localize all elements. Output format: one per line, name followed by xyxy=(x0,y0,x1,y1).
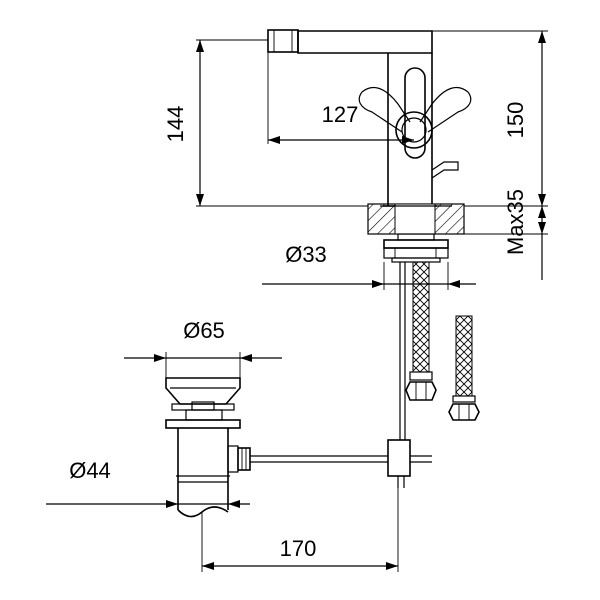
pop-up-waste xyxy=(165,377,432,518)
dim-waste-body-diameter: Ø44 xyxy=(69,458,111,483)
dimension-lines xyxy=(46,30,548,572)
dim-spout-reach: 127 xyxy=(322,102,359,127)
dim-waste-top-diameter: Ø65 xyxy=(183,318,225,343)
supply-hose-right xyxy=(448,315,480,421)
dim-spout-height: 144 xyxy=(163,106,188,143)
supply-hose-left xyxy=(405,261,437,401)
mounting-deck xyxy=(367,203,465,235)
faucet-body xyxy=(267,29,472,207)
dim-overall-height: 150 xyxy=(503,102,528,139)
shank-assembly xyxy=(383,233,449,440)
dim-shank-diameter: Ø33 xyxy=(285,242,327,267)
dim-waste-offset: 170 xyxy=(280,536,317,561)
dim-max-deck-thickness: Max35 xyxy=(503,189,528,255)
